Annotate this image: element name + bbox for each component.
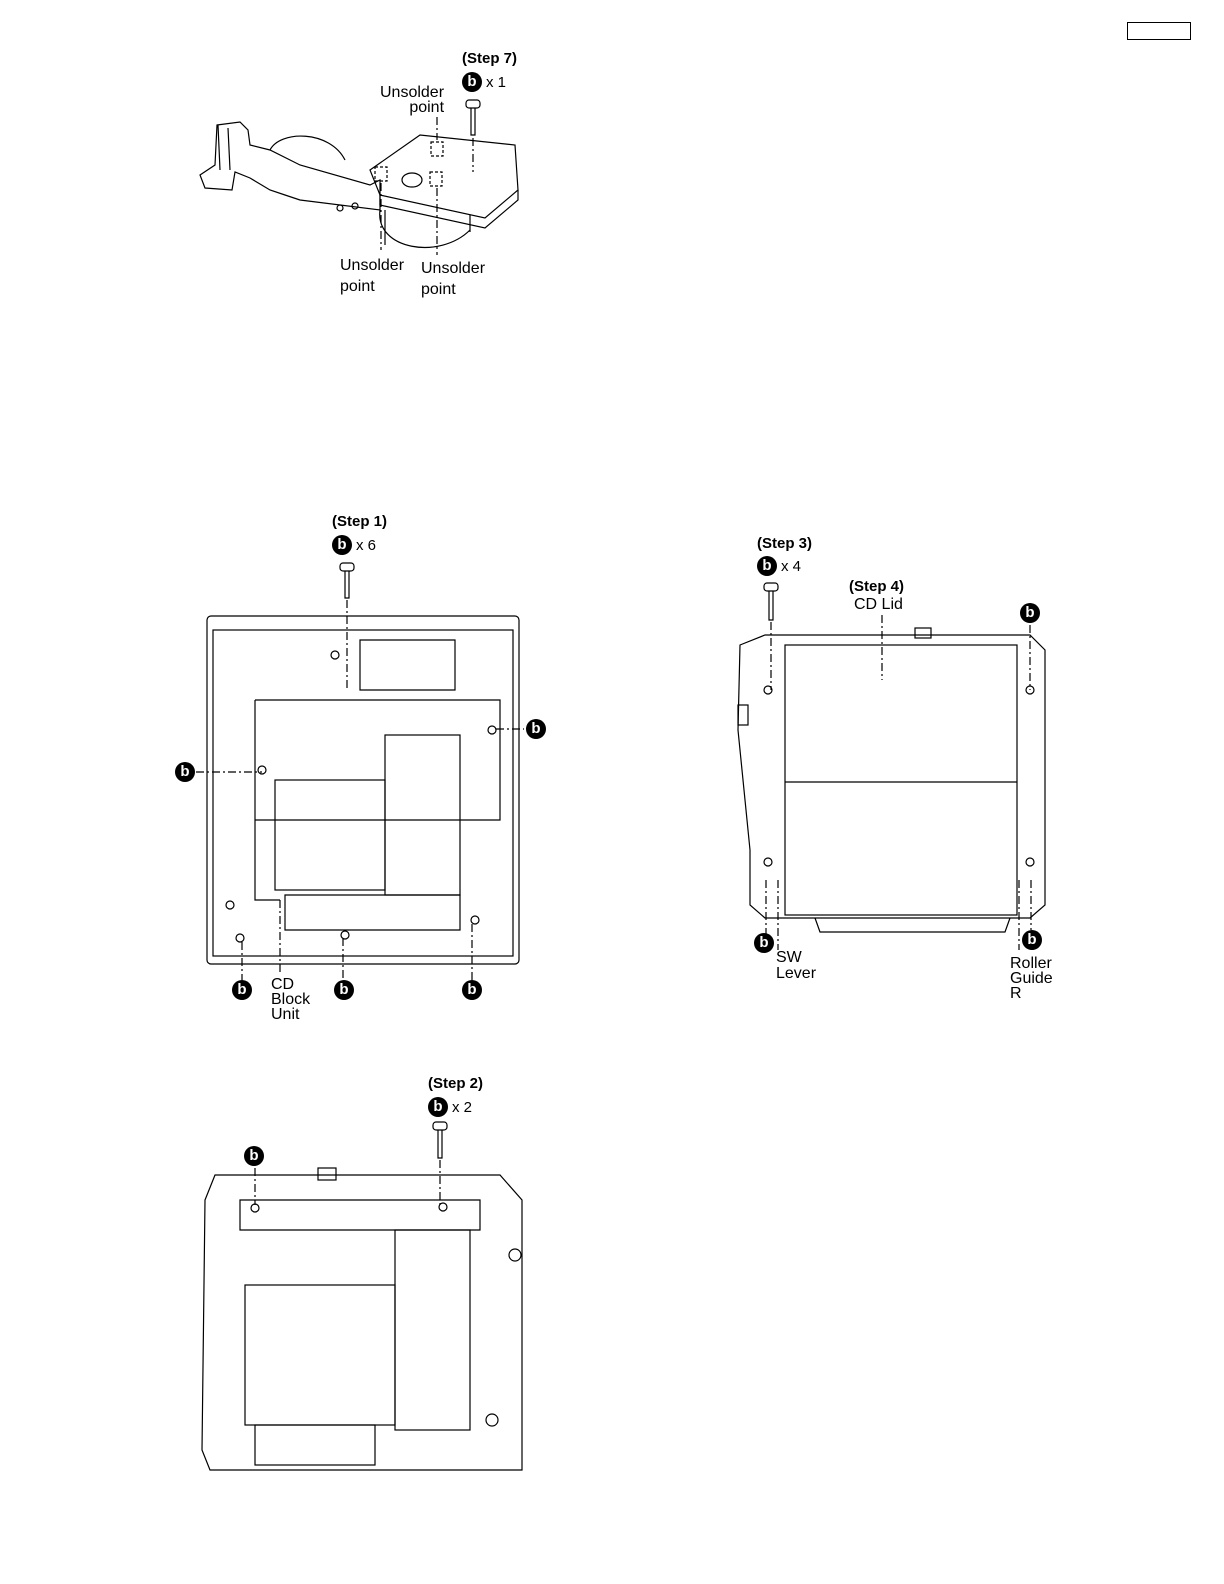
screw-b-marker: b: [754, 933, 774, 953]
main-chassis-bottom-drawing: [196, 563, 524, 980]
screw-b-icon: b: [428, 1097, 448, 1117]
step4-title: (Step 4): [849, 578, 904, 595]
cd-lid-assembly-drawing: [738, 583, 1045, 950]
screw-b-icon: b: [332, 535, 352, 555]
screw-b-marker: b: [1022, 930, 1042, 950]
step3-title: (Step 3): [757, 535, 812, 552]
screw-b-marker: b: [175, 762, 195, 782]
screw-count: x 2: [452, 1099, 472, 1116]
screw-b-marker: b: [244, 1146, 264, 1166]
sw-lever-label: SW Lever: [776, 950, 816, 982]
cd-lid-label: CD Lid: [854, 597, 903, 613]
screw-b-marker: b: [334, 980, 354, 1000]
roller-guide-label: Roller Guide R: [1010, 956, 1053, 1001]
step2-title: (Step 2): [428, 1075, 483, 1092]
cd-block-unit-drawing: [202, 1122, 522, 1470]
screw-b-marker: b: [1020, 603, 1040, 623]
screw-b-icon: b: [757, 556, 777, 576]
step1-title: (Step 1): [332, 513, 387, 530]
screw-count: x 6: [356, 537, 376, 554]
motor-assembly-drawing: [200, 100, 518, 255]
screw-b-marker: b: [462, 980, 482, 1000]
cd-block-unit-label: CD Block Unit: [271, 977, 310, 1022]
screw-b-marker: b: [232, 980, 252, 1000]
screw-count: x 4: [781, 558, 801, 575]
screw-b-marker: b: [526, 719, 546, 739]
